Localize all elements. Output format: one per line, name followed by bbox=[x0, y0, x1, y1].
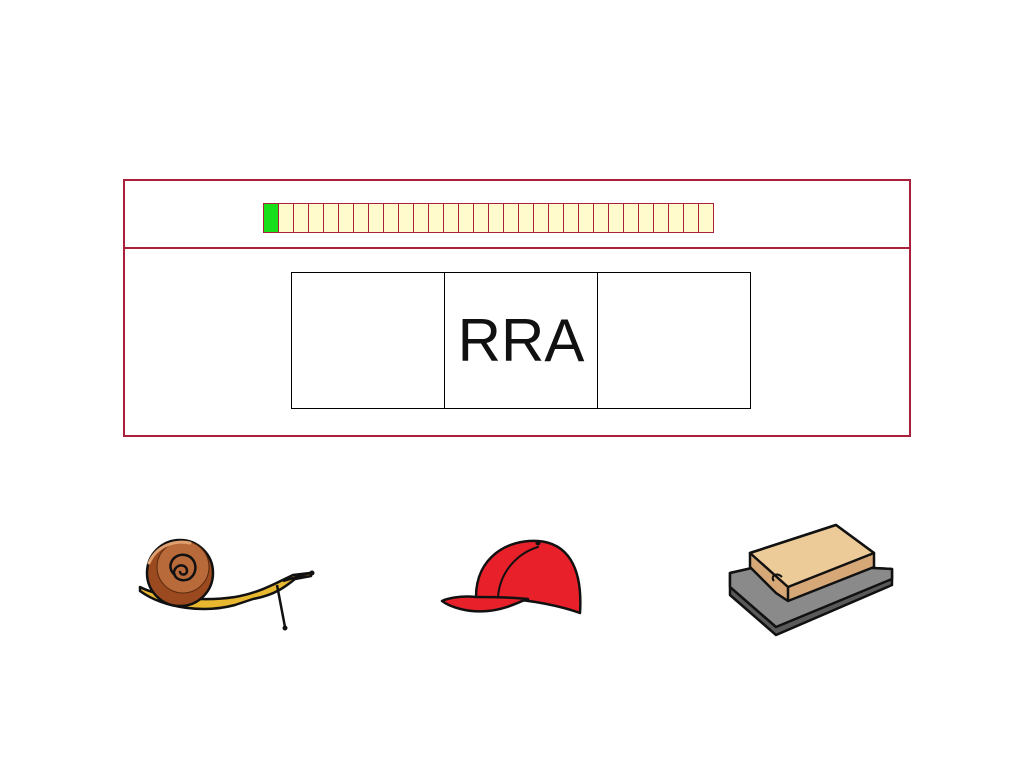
syllable-slot-1[interactable] bbox=[291, 272, 445, 409]
syllable-slot-2[interactable]: RRA bbox=[444, 272, 598, 409]
progress-cell bbox=[338, 203, 354, 233]
progress-cell-done bbox=[263, 203, 279, 233]
progress-cell bbox=[668, 203, 684, 233]
progress-cell bbox=[518, 203, 534, 233]
progress-cell bbox=[638, 203, 654, 233]
progress-cell bbox=[593, 203, 609, 233]
progress-cell bbox=[503, 203, 519, 233]
choice-stamp-pad[interactable] bbox=[726, 523, 896, 638]
panel-divider bbox=[125, 247, 909, 249]
progress-cell bbox=[608, 203, 624, 233]
progress-cell bbox=[293, 203, 309, 233]
syllable-slots: RRA bbox=[291, 272, 751, 409]
progress-cell bbox=[623, 203, 639, 233]
progress-cell bbox=[308, 203, 324, 233]
cap-icon bbox=[440, 539, 582, 615]
progress-cell bbox=[548, 203, 564, 233]
syllable-slot-3[interactable] bbox=[597, 272, 751, 409]
progress-cell bbox=[413, 203, 429, 233]
progress-cell bbox=[383, 203, 399, 233]
progress-cell bbox=[653, 203, 669, 233]
progress-bar bbox=[263, 203, 714, 233]
snail-icon bbox=[138, 538, 315, 631]
progress-cell bbox=[533, 203, 549, 233]
progress-cell bbox=[443, 203, 459, 233]
progress-cell bbox=[278, 203, 294, 233]
exercise-panel: RRA bbox=[123, 179, 911, 437]
progress-cell bbox=[368, 203, 384, 233]
progress-cell bbox=[398, 203, 414, 233]
progress-cell bbox=[578, 203, 594, 233]
choice-snail[interactable] bbox=[135, 535, 320, 635]
stamp-pad-icon bbox=[728, 523, 894, 637]
choice-cap[interactable] bbox=[438, 537, 588, 617]
progress-cell bbox=[683, 203, 699, 233]
progress-cell bbox=[458, 203, 474, 233]
progress-cell bbox=[488, 203, 504, 233]
progress-cell bbox=[353, 203, 369, 233]
progress-cell bbox=[563, 203, 579, 233]
progress-cell bbox=[428, 203, 444, 233]
progress-cell bbox=[698, 203, 714, 233]
progress-cell bbox=[473, 203, 489, 233]
progress-cell bbox=[323, 203, 339, 233]
